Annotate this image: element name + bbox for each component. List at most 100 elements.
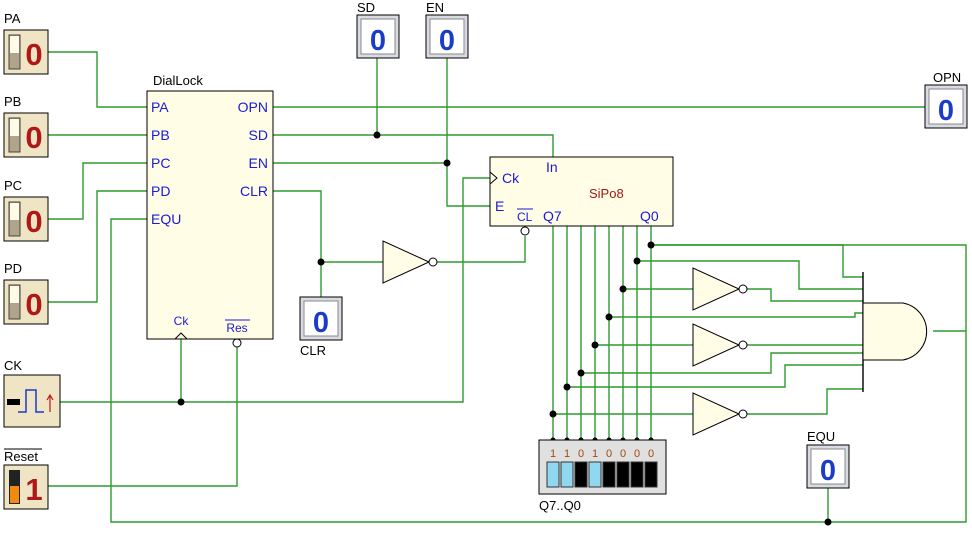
bit-label-2: 0 bbox=[578, 448, 584, 460]
probe-opn: OPN 0 bbox=[924, 70, 968, 129]
switch-pa[interactable]: PA 0 bbox=[3, 11, 49, 75]
and-in-1 bbox=[651, 244, 863, 278]
clock-waveform-icon bbox=[18, 389, 44, 413]
switch-pb-label: PB bbox=[4, 94, 21, 109]
diallock-pin-pb: PB bbox=[151, 127, 170, 143]
diallock-pin-ck: Ck bbox=[174, 314, 190, 328]
probe-equ: EQU 0 bbox=[806, 429, 850, 489]
switch-pc-value: 0 bbox=[25, 204, 42, 239]
sipo-clock-triangle bbox=[489, 171, 498, 185]
and-in-6 bbox=[581, 352, 863, 374]
bit-cell-1 bbox=[560, 461, 574, 488]
switch-pb[interactable]: PB 0 bbox=[3, 94, 49, 158]
sipo-pin-e: E bbox=[495, 198, 504, 214]
sipo-pin-ck: Ck bbox=[502, 170, 520, 186]
probe-clr-value: 0 bbox=[313, 307, 329, 339]
probe-en: EN 0 bbox=[425, 0, 469, 59]
bit-label-7: 0 bbox=[648, 448, 654, 460]
bit-label-3: 1 bbox=[592, 448, 598, 460]
not-gate-2 bbox=[692, 323, 748, 367]
wire-sd bbox=[273, 134, 554, 157]
diallock-pin-opn: OPN bbox=[238, 99, 268, 115]
probe-equ-label: EQU bbox=[807, 429, 835, 444]
and-in-3b bbox=[747, 288, 863, 302]
switch-pd-value: 0 bbox=[25, 287, 42, 322]
diallock-title: DialLock bbox=[153, 73, 203, 88]
diallock-res-bubble bbox=[232, 338, 242, 348]
diallock-pin-en: EN bbox=[249, 155, 268, 171]
wires bbox=[48, 51, 967, 523]
sipo-pin-cl: CL bbox=[517, 210, 533, 224]
sipo-pin-q7: Q7 bbox=[543, 208, 562, 224]
switch-pc[interactable]: PC 0 bbox=[3, 178, 49, 242]
bit-cell-3 bbox=[588, 461, 602, 488]
sipo-title: SiPo8 bbox=[589, 186, 624, 201]
switch-pd[interactable]: PD 0 bbox=[3, 261, 49, 325]
probe-clr-label: CLR bbox=[300, 343, 326, 358]
not-gate-3 bbox=[692, 392, 748, 436]
probe-equ-value: 0 bbox=[820, 455, 836, 487]
probe-clr: 0 CLR bbox=[299, 296, 343, 358]
and-in-7 bbox=[567, 364, 863, 388]
probe-sd-label: SD bbox=[357, 0, 375, 15]
bit-label-5: 0 bbox=[620, 448, 626, 460]
bit-cell-5 bbox=[616, 461, 630, 488]
probe-opn-label: OPN bbox=[933, 70, 961, 85]
switch-reset[interactable]: Reset 1 bbox=[3, 448, 49, 510]
bit-cell-7 bbox=[644, 461, 658, 488]
probe-en-label: EN bbox=[426, 0, 444, 15]
diallock-pin-pd: PD bbox=[151, 183, 170, 199]
bit-cell-4 bbox=[602, 461, 616, 488]
bit-label-6: 0 bbox=[634, 448, 640, 460]
switch-reset-value: 1 bbox=[25, 472, 42, 507]
switch-pb-value: 0 bbox=[25, 120, 42, 155]
diallock-pin-clr: CLR bbox=[240, 183, 268, 199]
sipo-block: SiPo8 In Ck E CL Q7 Q0 bbox=[489, 156, 674, 236]
diallock-pin-pa: PA bbox=[151, 99, 169, 115]
clock-ck-label: CK bbox=[4, 358, 22, 373]
sipo-pin-q0: Q0 bbox=[640, 208, 659, 224]
wire-clr bbox=[273, 190, 322, 297]
and-gate bbox=[862, 272, 928, 392]
probe-en-value: 0 bbox=[439, 25, 455, 57]
clock-ck[interactable]: CK bbox=[3, 358, 61, 428]
bit-cell-2 bbox=[574, 461, 588, 488]
wire-not-cl bbox=[437, 236, 526, 263]
sipo-cl-bubble bbox=[520, 226, 530, 236]
diallock-pin-pc: PC bbox=[151, 155, 170, 171]
display-label: Q7..Q0 bbox=[539, 498, 581, 513]
switch-pa-label: PA bbox=[4, 11, 21, 26]
probe-opn-value: 0 bbox=[938, 95, 954, 127]
sipo-pin-in: In bbox=[546, 159, 558, 175]
and-in-8b bbox=[747, 388, 863, 415]
wire-pd bbox=[48, 190, 147, 303]
wire-reset bbox=[48, 347, 238, 487]
clock-plug-icon bbox=[7, 399, 20, 405]
wire-ck bbox=[60, 177, 490, 403]
diallock-block: DialLock PA PB PC PD EQU OPN SD EN CLR C… bbox=[146, 73, 274, 348]
wire-pa bbox=[48, 51, 147, 108]
and-in-4 bbox=[609, 312, 863, 318]
switch-reset-label: Reset bbox=[4, 449, 38, 464]
diallock-pin-equ: EQU bbox=[151, 211, 181, 227]
clock-arrow-icon bbox=[46, 393, 54, 412]
and-in-2 bbox=[637, 260, 863, 290]
switch-pa-value: 0 bbox=[25, 37, 42, 72]
bit-cell-0 bbox=[546, 461, 560, 488]
bit-label-1: 1 bbox=[564, 448, 570, 460]
bit-label-0: 1 bbox=[550, 448, 556, 460]
bit-cells bbox=[546, 461, 658, 488]
switch-pd-label: PD bbox=[4, 261, 22, 276]
not-gate-clr bbox=[382, 240, 438, 284]
wire-equ-loop bbox=[110, 218, 967, 523]
diallock-pin-res: Res bbox=[226, 321, 247, 335]
switch-pc-label: PC bbox=[4, 178, 22, 193]
bit-cell-6 bbox=[630, 461, 644, 488]
not-gate-1 bbox=[692, 267, 748, 311]
wire-en-probe bbox=[446, 58, 490, 207]
bit-label-4: 0 bbox=[606, 448, 612, 460]
probe-sd-value: 0 bbox=[370, 25, 386, 57]
